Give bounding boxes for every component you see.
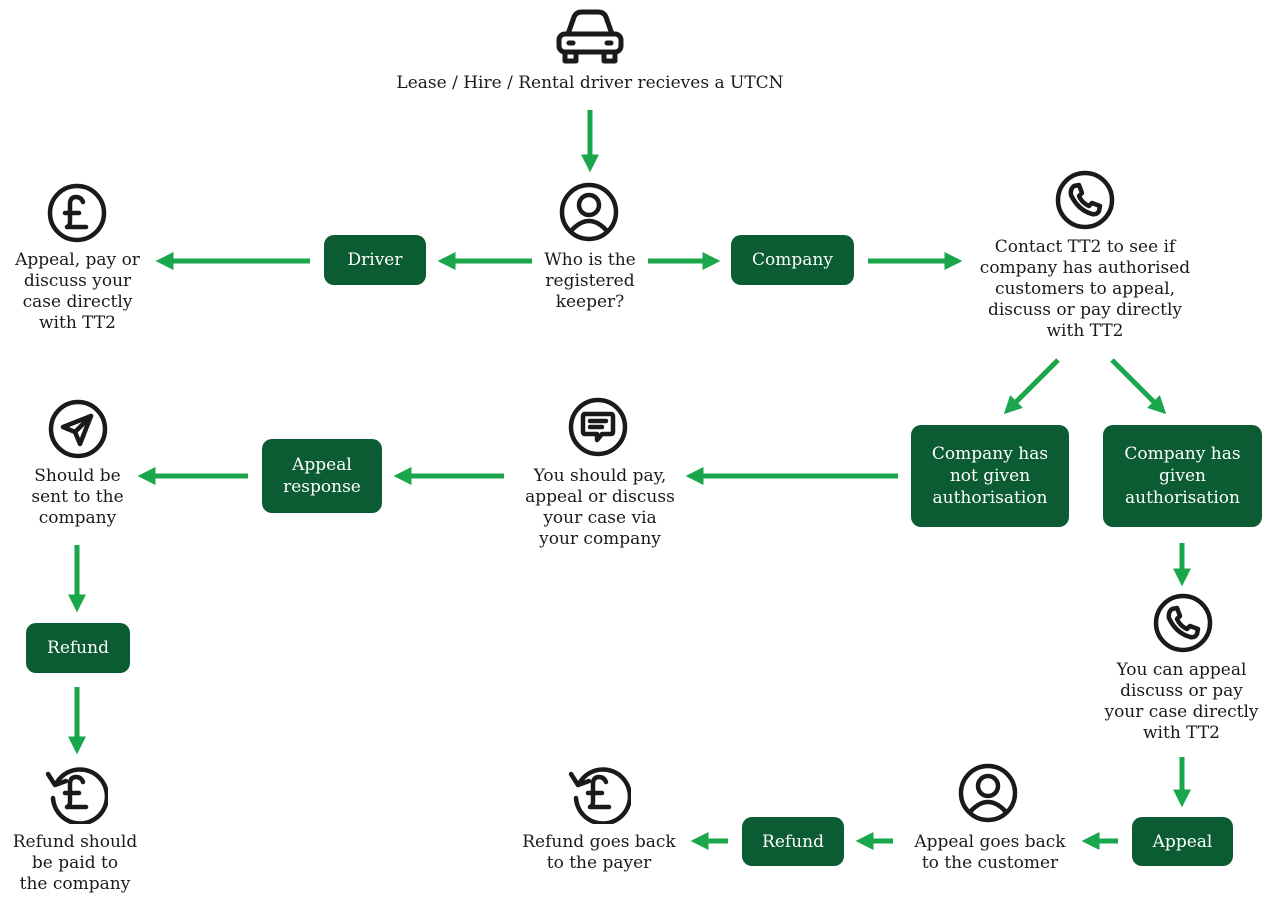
arrow-contact-to-authorised (1110, 358, 1167, 415)
can-appeal-label: You can appeal discuss or pay your case … (1104, 660, 1259, 743)
authorised-box: Company has given authorisation (1103, 425, 1262, 527)
driver-outcome-label: Appeal, pay or discuss your case directl… (15, 250, 140, 333)
appeal-back-label: Appeal goes back to the customer (914, 832, 1066, 873)
pound-icon (47, 183, 107, 243)
not-authorised-box: Company has not given authorisation (911, 425, 1069, 527)
refund-icon (45, 767, 108, 824)
start-label: Lease / Hire / Rental driver recieves a … (396, 73, 784, 93)
car-icon (556, 9, 624, 64)
appeal-response-box: Appeal response (262, 439, 382, 513)
arrow-contact-to-not-authorised (1003, 358, 1060, 415)
send-icon (48, 399, 108, 459)
message-icon (568, 397, 628, 457)
sent-to-company-label: Should be sent to the company (31, 466, 124, 528)
company-box: Company (731, 235, 854, 285)
driver-box: Driver (324, 235, 426, 285)
appeal-box: Appeal (1132, 817, 1233, 866)
refund-icon (568, 767, 631, 824)
user-icon (559, 182, 619, 242)
phone-icon (1153, 593, 1213, 653)
contact-tt2-label: Contact TT2 to see if company has author… (979, 237, 1191, 341)
refund-to-payer-label: Refund goes back to the payer (522, 832, 676, 873)
refund-box-bottom: Refund (742, 817, 844, 866)
user-icon (958, 763, 1018, 823)
question-label: Who is the registered keeper? (544, 250, 636, 312)
refund-box-left: Refund (26, 623, 130, 673)
via-company-label: You should pay, appeal or discuss your c… (525, 466, 675, 549)
refund-to-company-label: Refund should be paid to the company (12, 832, 138, 894)
phone-icon (1055, 170, 1115, 230)
